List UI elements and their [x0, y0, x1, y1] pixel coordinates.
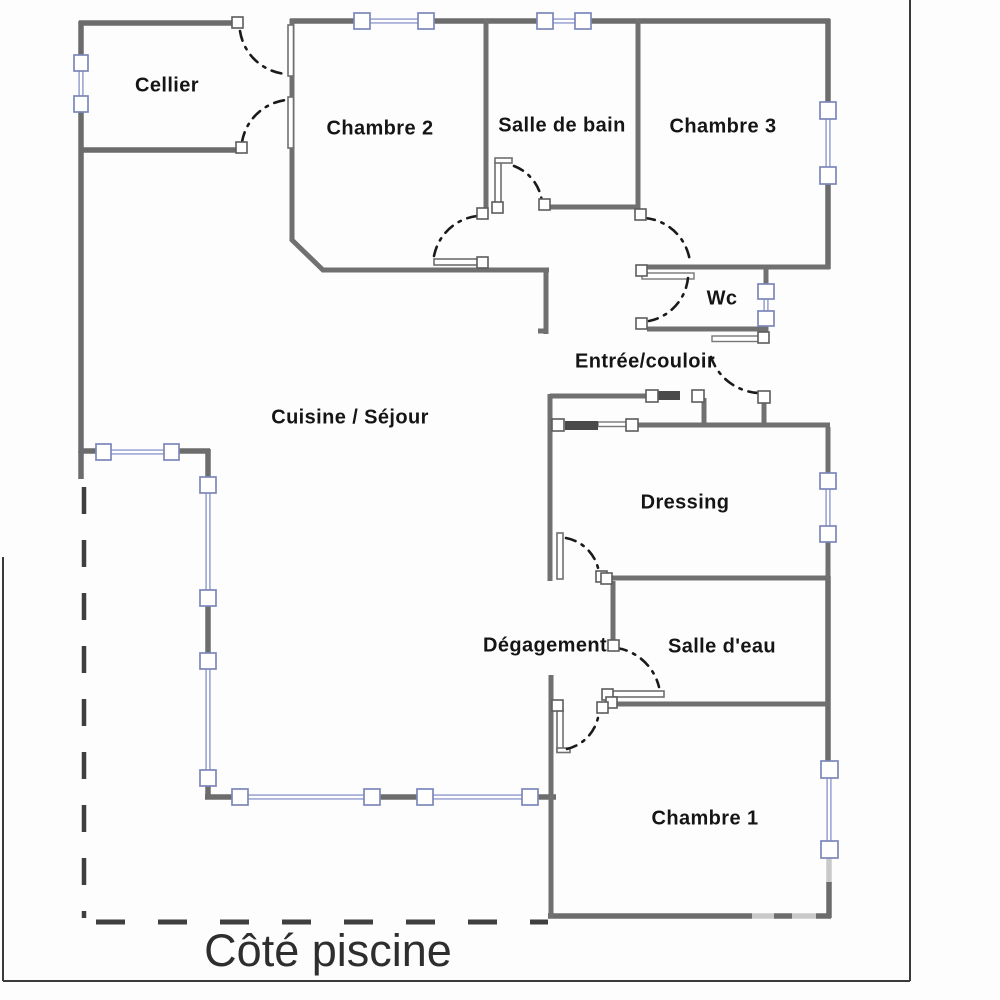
door-jambs: [231, 16, 771, 714]
window-top-chambre2: [353, 12, 435, 30]
pool-side-caption: Côté piscine: [204, 925, 452, 976]
arc-cellier-lower: [240, 98, 288, 144]
room-label-entree-couloir: Entrée/couloir: [574, 350, 716, 373]
door-leaf-cellier-upper: [287, 24, 295, 77]
door-swing-arcs: [238, 29, 761, 751]
arc-salle-deau-door: [615, 646, 661, 689]
door-leaf-salle-deau: [606, 690, 665, 698]
door-leaf-chambre2: [433, 258, 482, 266]
windows: [73, 12, 839, 859]
arc-chambre1-door: [565, 709, 601, 751]
room-label-degagement: Dégagement: [482, 634, 608, 657]
dressing-top-thin-rail: [597, 421, 629, 428]
room-label-cuisine-sejour: Cuisine / Séjour: [271, 406, 429, 429]
room-label-wc: Wc: [706, 287, 738, 310]
arc-dressing-door: [564, 536, 601, 575]
window-chambre1-right: [820, 760, 839, 859]
door-leaf-cellier-lower: [287, 96, 295, 149]
arc-cellier-upper: [238, 29, 288, 76]
window-west-bay-vertical-1: [199, 476, 217, 607]
window-south-bay-1: [231, 788, 381, 806]
arc-wc-door: [647, 276, 690, 323]
wall-chambre2-left-chamfer: [289, 19, 326, 273]
pool-side-boundary: [81, 487, 548, 925]
arc-chambre3-door: [643, 216, 692, 264]
window-south-bay-2: [416, 788, 539, 806]
interior-walls: [289, 19, 831, 918]
window-top-salle-de-bain: [536, 12, 592, 30]
entrance-door-panel: [656, 391, 680, 400]
exterior-walls: [78, 18, 832, 919]
page-border: [2, 0, 911, 982]
dressing-top-door-panel: [565, 421, 598, 430]
window-west-bay-horizontal: [95, 443, 180, 461]
window-west-bay-vertical-2: [199, 652, 217, 787]
door-leaf-dressing: [556, 532, 564, 580]
door-leaf-chambre1-foot: [556, 747, 571, 754]
window-cellier-left: [73, 54, 89, 113]
door-leaf-salle-de-bain: [494, 160, 502, 208]
room-label-chambre-2: Chambre 2: [326, 117, 434, 140]
room-label-dressing: Dressing: [640, 491, 730, 514]
room-label-chambre-3: Chambre 3: [669, 115, 777, 138]
room-label-cellier: Cellier: [135, 74, 199, 97]
window-chambre3-right: [819, 101, 837, 185]
room-label-salle-d-eau: Salle d'eau: [667, 635, 777, 658]
room-label-chambre-1: Chambre 1: [651, 807, 759, 830]
arc-entrance-door: [709, 355, 761, 395]
room-label-salle-de-bain: Salle de bain: [498, 114, 626, 137]
arc-salle-de-bain-door: [512, 164, 544, 204]
door-leaf-salle-de-bain-foot: [494, 157, 513, 164]
door-leaf-chambre1: [556, 709, 564, 752]
window-dressing-right: [819, 472, 837, 543]
wc-door-lintel: [641, 272, 695, 280]
arc-chambre2-door: [432, 214, 479, 258]
window-wc-right: [757, 283, 775, 327]
